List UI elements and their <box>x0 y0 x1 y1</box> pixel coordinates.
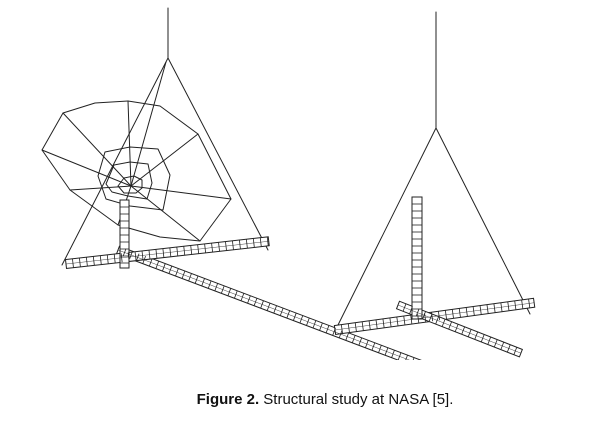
caption-text: Structural study at NASA [5]. <box>263 391 454 408</box>
left-suspension-cables <box>61 7 269 266</box>
structural-diagram <box>41 7 536 360</box>
dish-spokes <box>41 100 232 242</box>
truss-segments <box>65 203 535 360</box>
right-mast <box>411 196 423 320</box>
main-truss <box>115 245 520 360</box>
figure-caption: Figure 2. Structural study at NASA [5]. <box>0 391 596 408</box>
caption-label: Figure 2. <box>196 391 260 408</box>
right-suspension-cables <box>337 11 531 326</box>
left-mast <box>119 199 130 269</box>
dish-antenna <box>41 61 232 242</box>
